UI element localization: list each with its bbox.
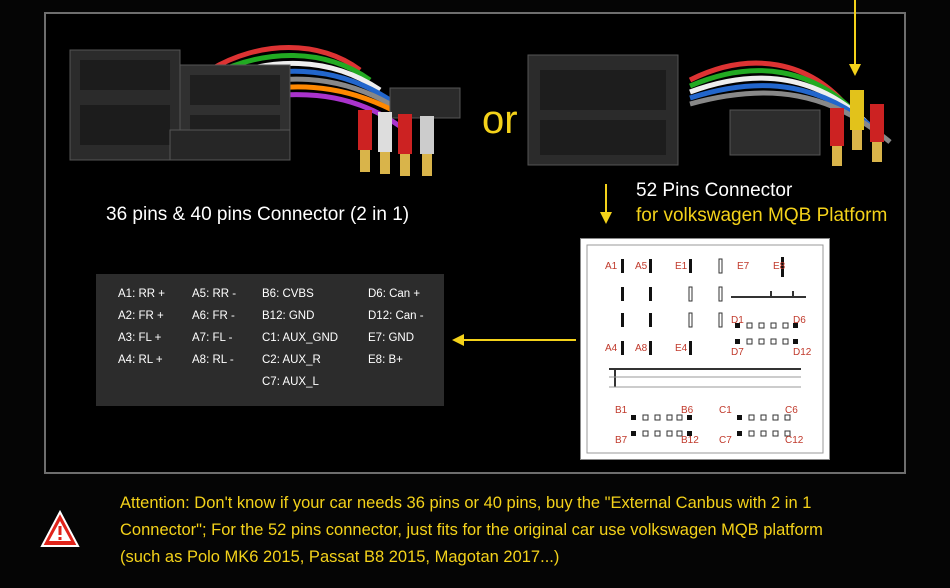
pin-id-label: C6 <box>785 405 798 416</box>
pin-label: C7: AUX_L <box>262 376 319 388</box>
pin-id-label: E1 <box>675 261 688 272</box>
pin-id-label: B6 <box>681 405 694 416</box>
pin-label: D12: Can - <box>368 310 424 322</box>
pin-label: A8: RL - <box>192 354 234 366</box>
connector-block-middle <box>169 64 291 161</box>
pin-id-label: C12 <box>785 435 804 446</box>
pin-label: B6: CVBS <box>262 288 314 300</box>
pin-id-label: A5 <box>635 261 648 272</box>
pin-id-label: C1 <box>719 405 732 416</box>
left-connector-caption: 36 pins & 40 pins Connector (2 in 1) <box>106 204 410 225</box>
pin-id-label: C7 <box>719 435 732 446</box>
pin-label: E8: B+ <box>368 354 403 366</box>
harness-52-pin-image <box>527 54 892 166</box>
pin-label: D6: Can + <box>368 288 421 300</box>
pin-id-label: D6 <box>793 315 806 326</box>
attention-line: Connector"; For the 52 pins connector, j… <box>120 521 823 539</box>
connector-block-small <box>389 87 461 119</box>
down-arrow-icon <box>600 184 612 224</box>
or-text: or <box>482 98 518 142</box>
warning-icon <box>40 510 80 547</box>
pin-label: A5: RR - <box>192 288 237 300</box>
rca-plugs <box>830 90 884 166</box>
pin-id-label: A1 <box>605 261 618 272</box>
pin-id-label: B12 <box>681 435 699 446</box>
down-arrow-icon <box>849 0 861 76</box>
pin-assignment-table: A1: RR + A2: FR + A3: FL + A4: RL + A5: … <box>96 274 444 406</box>
attention-line: Attention: Don't know if your car needs … <box>120 494 812 512</box>
pin-label: A3: FL + <box>118 332 162 344</box>
pin-id-label: E8 <box>773 261 786 272</box>
pin-id-label: D7 <box>731 347 744 358</box>
rca-plugs <box>358 110 434 176</box>
pin-label: C2: AUX_R <box>262 354 321 366</box>
pin-label: A7: FL - <box>192 332 233 344</box>
pin-label: B12: GND <box>262 310 315 322</box>
pinout-outline <box>586 244 824 454</box>
connector-small-block <box>729 109 821 156</box>
pinout-pins <box>621 257 798 437</box>
pin-label: A1: RR + <box>118 288 165 300</box>
pin-label: A6: FR - <box>192 310 235 322</box>
pin-id-label: A8 <box>635 343 648 354</box>
pin-label: E7: GND <box>368 332 415 344</box>
connector-block <box>527 54 679 166</box>
pin-id-label: D12 <box>793 347 812 358</box>
pin-id-label: A4 <box>605 343 618 354</box>
right-connector-platform: for volkswagen MQB Platform <box>636 205 888 226</box>
pin-id-label: B1 <box>615 405 628 416</box>
pinout-diagram-52-pin: A1 A5 E1 E7 E8 D1 D6 D7 D12 A4 A8 E4 B1 … <box>580 238 830 460</box>
pin-id-label: E4 <box>675 343 688 354</box>
pin-label: A4: RL + <box>118 354 163 366</box>
right-connector-caption: 52 Pins Connector <box>636 180 793 201</box>
pin-label: C1: AUX_GND <box>262 332 339 344</box>
harness-36-40-pin-image <box>69 45 461 176</box>
connector-block-large <box>69 49 181 161</box>
pin-id-label: B7 <box>615 435 628 446</box>
pin-id-label: D1 <box>731 315 744 326</box>
attention-line: (such as Polo MK6 2015, Passat B8 2015, … <box>120 548 560 566</box>
attention-note: Attention: Don't know if your car needs … <box>120 490 920 571</box>
pin-label: A2: FR + <box>118 310 164 322</box>
pin-id-label: E7 <box>737 261 750 272</box>
left-arrow-icon <box>452 334 576 346</box>
